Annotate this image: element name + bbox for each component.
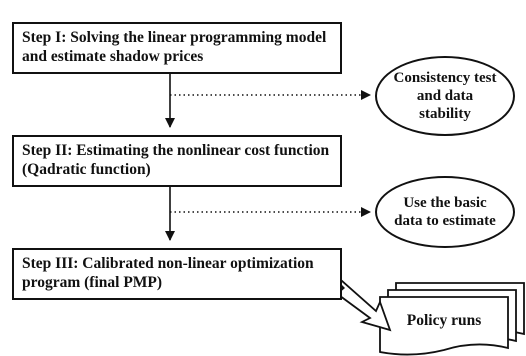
policy-runs-document-stack	[379, 282, 525, 356]
step-2-box: Step II: Estimating the nonlinear cost f…	[12, 135, 342, 187]
basic-data-ellipse: Use the basic data to estimate	[375, 176, 515, 248]
step-1-box: Step I: Solving the linear programming m…	[12, 22, 342, 74]
consistency-ellipse: Consistency test and data stability	[375, 56, 515, 136]
document-sheet-front	[379, 296, 509, 356]
policy-runs-label: Policy runs	[406, 312, 482, 329]
step-3-box: Step III: Calibrated non-linear optimiza…	[12, 248, 342, 300]
